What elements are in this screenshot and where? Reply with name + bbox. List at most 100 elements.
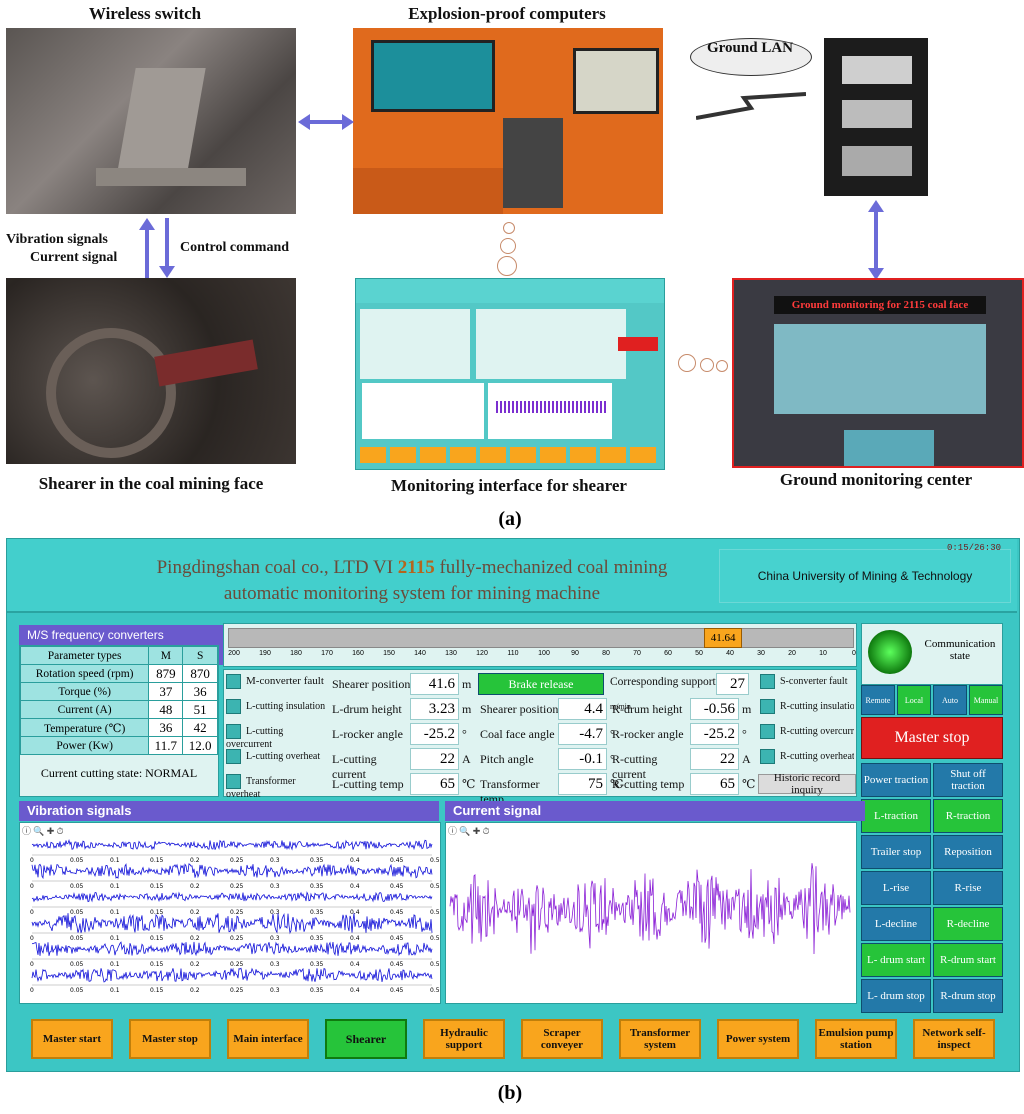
vibration-series-0 — [31, 839, 433, 851]
tick-label: 0.5 — [430, 883, 440, 890]
fault-label: Transformer overheat — [226, 775, 296, 800]
control-button[interactable]: Reposition — [933, 835, 1003, 869]
control-button[interactable]: Shut off traction — [933, 763, 1003, 797]
nav-button[interactable]: Master stop — [129, 1019, 211, 1059]
control-button[interactable]: Trailer stop — [861, 835, 931, 869]
status-led-icon — [226, 774, 241, 789]
tick-label: 0.4 — [350, 935, 360, 942]
table-cell: 37 — [148, 682, 184, 701]
help-icon[interactable]: ⓘ — [22, 826, 32, 836]
param-unit: m — [742, 702, 752, 716]
zoom-icon[interactable]: 🔍 — [33, 826, 45, 836]
mode-button-local[interactable]: Local — [897, 685, 931, 715]
position-marker[interactable]: 41.64 — [704, 628, 743, 648]
param-label: L-rocker angle — [332, 727, 403, 741]
tick-label: 0.4 — [350, 857, 360, 864]
tick-label: 0.35 — [310, 987, 324, 994]
control-button[interactable]: L-rise — [861, 871, 931, 905]
mode-button-remote[interactable]: Remote — [861, 685, 895, 715]
table-cell: 11.7 — [148, 736, 184, 755]
control-button[interactable]: L- drum start — [861, 943, 931, 977]
pan-icon[interactable]: ✚ — [46, 826, 55, 836]
tick-label: 0.25 — [230, 883, 244, 890]
tick-label: 0.3 — [270, 961, 280, 968]
param-unit: A — [462, 752, 471, 766]
ground-center-photo: Ground monitoring for 2115 coal face — [732, 278, 1024, 468]
control-button[interactable]: R-decline — [933, 907, 1003, 941]
current-plot — [449, 863, 851, 955]
tick-label: 0.35 — [310, 857, 324, 864]
help-icon[interactable]: ⓘ — [448, 826, 458, 836]
param-unit: ℃ — [610, 777, 624, 791]
tick-label: 0.4 — [350, 909, 360, 916]
param-unit: m/min — [610, 702, 631, 711]
mode-button-manual[interactable]: Manual — [969, 685, 1003, 715]
timer-icon[interactable]: ⏱ — [482, 826, 490, 836]
nav-button[interactable]: Main interface — [227, 1019, 309, 1059]
table-header: M — [148, 646, 184, 665]
param-value: -25.2 — [410, 723, 459, 745]
scale-tick: 140 — [414, 650, 426, 657]
param-label: R-cutting temp — [612, 777, 685, 791]
tick-label: 0.5 — [430, 987, 440, 994]
tick-label: 0.4 — [350, 987, 360, 994]
pan-icon[interactable]: ✚ — [472, 826, 481, 836]
tick-label: 0.5 — [430, 961, 440, 968]
status-led-icon — [226, 674, 241, 689]
scale-tick: 40 — [726, 650, 734, 657]
control-button[interactable]: R-drum start — [933, 943, 1003, 977]
scale-tick: 90 — [571, 650, 579, 657]
nav-button[interactable]: Scraper conveyer — [521, 1019, 603, 1059]
table-cell: Current (A) — [19, 700, 150, 719]
nav-button[interactable]: Network self-inspect — [913, 1019, 995, 1059]
nav-button[interactable]: Hydraulic support — [423, 1019, 505, 1059]
scale-tick: 10 — [819, 650, 827, 657]
tick-label: 0.15 — [150, 883, 164, 890]
tick-label: 0.25 — [230, 987, 244, 994]
vertical-double-arrow-icon — [868, 200, 884, 280]
tick-label: 0 — [30, 961, 34, 968]
scale-tick: 160 — [352, 650, 364, 657]
scale-tick: 200 — [228, 650, 240, 657]
scale-tick: 130 — [445, 650, 457, 657]
param-label: L-drum height — [332, 702, 402, 716]
mode-button-auto[interactable]: Auto — [933, 685, 967, 715]
scale-tick: 30 — [757, 650, 765, 657]
vibration-series-2 — [31, 891, 433, 903]
nav-button[interactable]: Transformer system — [619, 1019, 701, 1059]
param-unit: m — [462, 677, 472, 691]
history-button[interactable]: Historic record inquiry — [758, 772, 856, 796]
control-button[interactable]: R-drum stop — [933, 979, 1003, 1013]
nav-button[interactable]: Emulsion pump station — [815, 1019, 897, 1059]
control-button[interactable]: L-traction — [861, 799, 931, 833]
radar-icon — [868, 630, 912, 674]
nav-button[interactable]: Shearer — [325, 1019, 407, 1059]
scale-tick: 110 — [507, 650, 519, 657]
vibration-series-3 — [31, 913, 433, 935]
tick-label: 0.2 — [190, 883, 200, 890]
tick-label: 0.35 — [310, 909, 324, 916]
brake-release-button[interactable]: Brake release — [478, 673, 604, 695]
control-button[interactable]: Power traction — [861, 763, 931, 797]
nav-button[interactable]: Power system — [717, 1019, 799, 1059]
master-stop-button[interactable]: Master stop — [861, 717, 1003, 759]
zoom-icon[interactable]: 🔍 — [459, 826, 471, 836]
current-title: Current signal — [445, 801, 865, 821]
control-button[interactable]: L- drum stop — [861, 979, 931, 1013]
communication-panel: Communication state — [861, 623, 1003, 685]
bubble-icon — [500, 238, 516, 254]
timer-icon[interactable]: ⏱ — [56, 826, 64, 836]
control-button[interactable]: R-rise — [933, 871, 1003, 905]
scale-tick: 50 — [695, 650, 703, 657]
control-button[interactable]: R-traction — [933, 799, 1003, 833]
tick-label: 0.3 — [270, 935, 280, 942]
nav-button[interactable]: Master start — [31, 1019, 113, 1059]
fault-indicator-4: Transformer overheat — [226, 774, 326, 800]
tick-label: 0.1 — [110, 935, 120, 942]
fault-indicator-r2: R-cutting overcurrent — [760, 724, 854, 739]
scale-tick: 150 — [383, 650, 395, 657]
control-button[interactable]: L-decline — [861, 907, 931, 941]
table-cell: Temperature (℃) — [19, 718, 150, 737]
up-arrow-icon — [139, 218, 155, 278]
status-led-icon — [226, 699, 241, 714]
